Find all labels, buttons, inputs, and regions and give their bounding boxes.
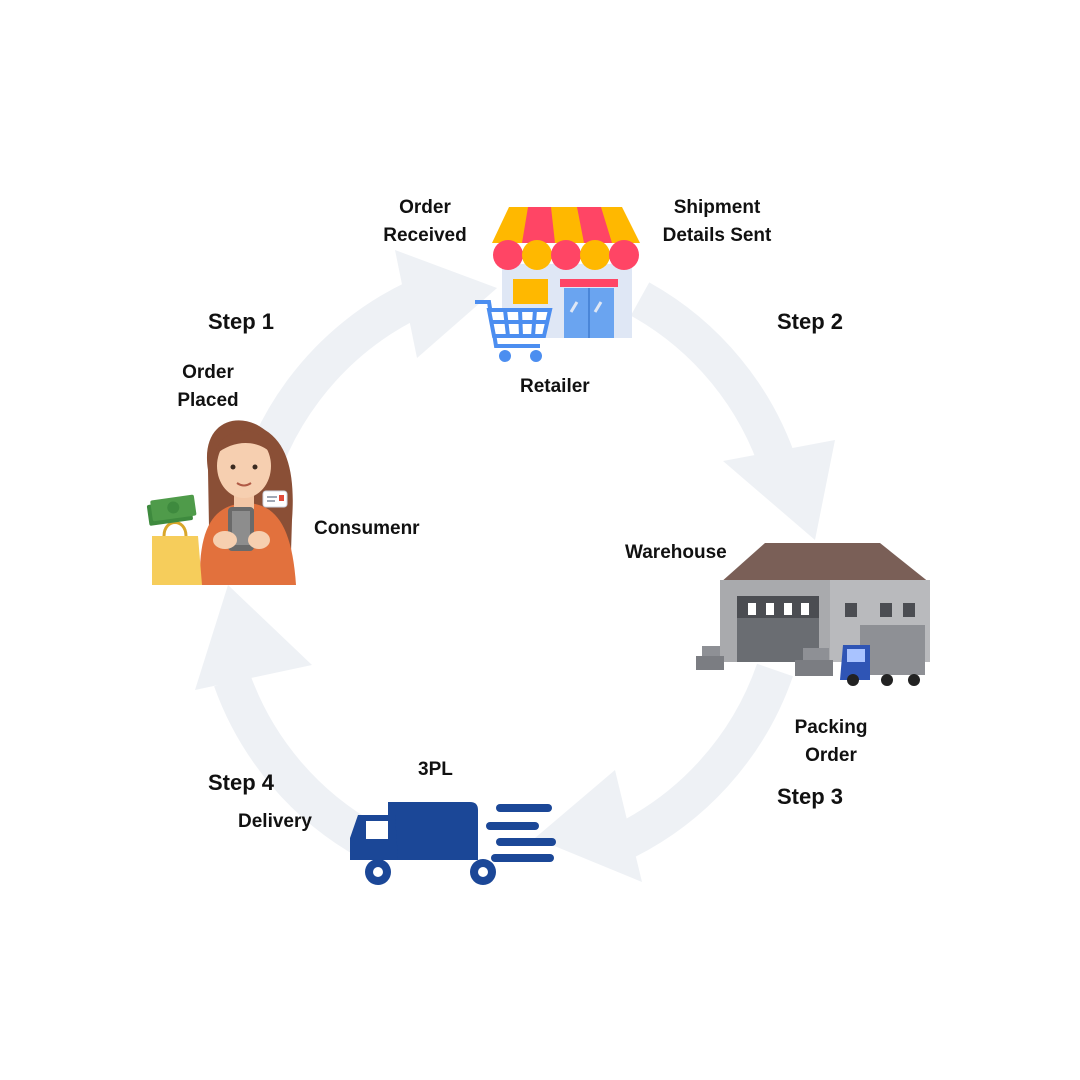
order-received-line-1: Order (399, 197, 451, 218)
retailer-label: Retailer (520, 376, 590, 397)
order-placed-label: Order Placed (168, 359, 248, 415)
order-received-line-2: Received (383, 225, 467, 246)
arrowhead-step1 (395, 250, 497, 358)
shipment-details-sent-label: Shipment Details Sent (654, 194, 780, 250)
step-1-label: Step 1 (208, 309, 275, 334)
step-2-label: Step 2 (777, 309, 844, 334)
arrow-step3 (607, 663, 793, 863)
step-4-label: Step 4 (208, 770, 275, 795)
order-placed-line-2: Placed (177, 390, 239, 411)
packing-order-line-1: Packing (794, 717, 868, 738)
step-3-label: Step 3 (777, 784, 844, 809)
arrow-step4 (214, 673, 380, 859)
arrowhead-step3 (535, 770, 642, 882)
delivery-label: Delivery (238, 811, 312, 832)
shipment-details-sent-line-2: Details Sent (662, 225, 772, 246)
packing-order-label: Packing Order (786, 714, 876, 770)
packing-order-line-2: Order (805, 745, 857, 766)
warehouse-label: Warehouse (625, 542, 727, 563)
arrowhead-step2 (723, 440, 835, 540)
order-received-label: Order Received (376, 194, 474, 250)
order-placed-line-1: Order (182, 362, 234, 383)
consumer-label: Consumenr (314, 518, 420, 539)
shipment-details-sent-line-1: Shipment (673, 197, 761, 218)
arrowhead-step4 (195, 585, 312, 690)
3pl-label: 3PL (418, 759, 453, 780)
arrow-step2 (630, 282, 799, 476)
